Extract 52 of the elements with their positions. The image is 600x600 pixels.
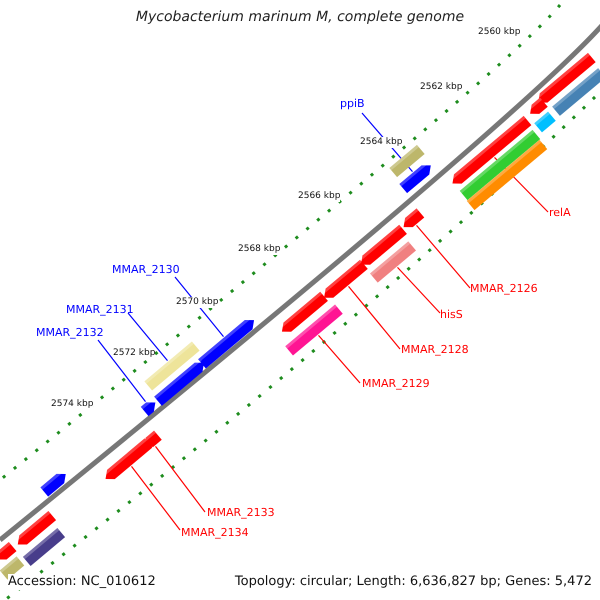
- gene-band: [534, 112, 556, 132]
- gene-label: ppiB: [340, 97, 365, 110]
- gene-segment: [40, 472, 66, 497]
- gene-label: hisS: [440, 308, 463, 322]
- gene-band: [389, 144, 425, 178]
- gene-segment: [450, 116, 532, 184]
- gene-segment: [104, 438, 152, 480]
- gene-band: [285, 304, 343, 356]
- leader-line: [348, 286, 400, 350]
- gene-segment: [0, 542, 17, 560]
- tick-label: 2562 kbp: [420, 82, 462, 93]
- leader-line: [128, 312, 168, 361]
- gene-label: MMAR_2131: [66, 303, 134, 316]
- leader-line: [155, 446, 206, 512]
- gene-segment: [536, 52, 596, 103]
- leader-line: [98, 340, 146, 402]
- gene-label: MMAR_2134: [181, 526, 249, 540]
- gene-segment: [198, 318, 254, 368]
- gene-segment: [402, 208, 424, 228]
- gene-label: MMAR_2128: [401, 343, 469, 356]
- gene-label: MMAR_2129: [362, 377, 430, 390]
- title: Mycobacterium marinum M, complete genome: [134, 9, 466, 26]
- gene-label: MMAR_2132: [36, 326, 104, 340]
- gene-label: relA: [549, 206, 571, 220]
- leader-line: [397, 267, 440, 314]
- gene-band: [552, 68, 600, 116]
- leader-line: [416, 225, 470, 288]
- gene-label: MMAR_2133: [207, 506, 275, 520]
- tick-label: 2570 kbp: [176, 297, 218, 308]
- tick-label: 2572 kbp: [113, 348, 156, 359]
- tick-label: 2574 kbp: [51, 399, 94, 410]
- gene-band: [22, 528, 66, 566]
- gene-segment: [16, 510, 56, 545]
- tick-label: 2568 kbp: [238, 244, 280, 255]
- tick-label: 2560 kbp: [478, 27, 520, 38]
- leader-line: [131, 466, 180, 530]
- gene-segment: [280, 292, 328, 332]
- gene-segment: [528, 98, 548, 114]
- gene-segment: [140, 400, 156, 416]
- gene-band: [370, 241, 416, 283]
- gene-label: MMAR_2126: [470, 282, 538, 296]
- gene-band: [466, 140, 548, 210]
- gene-segment: [322, 260, 368, 298]
- gene-segment: [359, 224, 407, 265]
- leader-line: [318, 335, 360, 384]
- gene-segment: [399, 163, 431, 194]
- gene-label: MMAR_2130: [112, 263, 180, 276]
- tick-label: 2566 kbp: [298, 191, 340, 202]
- gene-segment: [154, 360, 204, 406]
- genome-summary-text: Topology: circular; Length: 6,636,827 bp; Genes: 5,472: [234, 574, 592, 590]
- tick-label: 2564 kbp: [360, 137, 402, 148]
- gene-band: [460, 130, 540, 200]
